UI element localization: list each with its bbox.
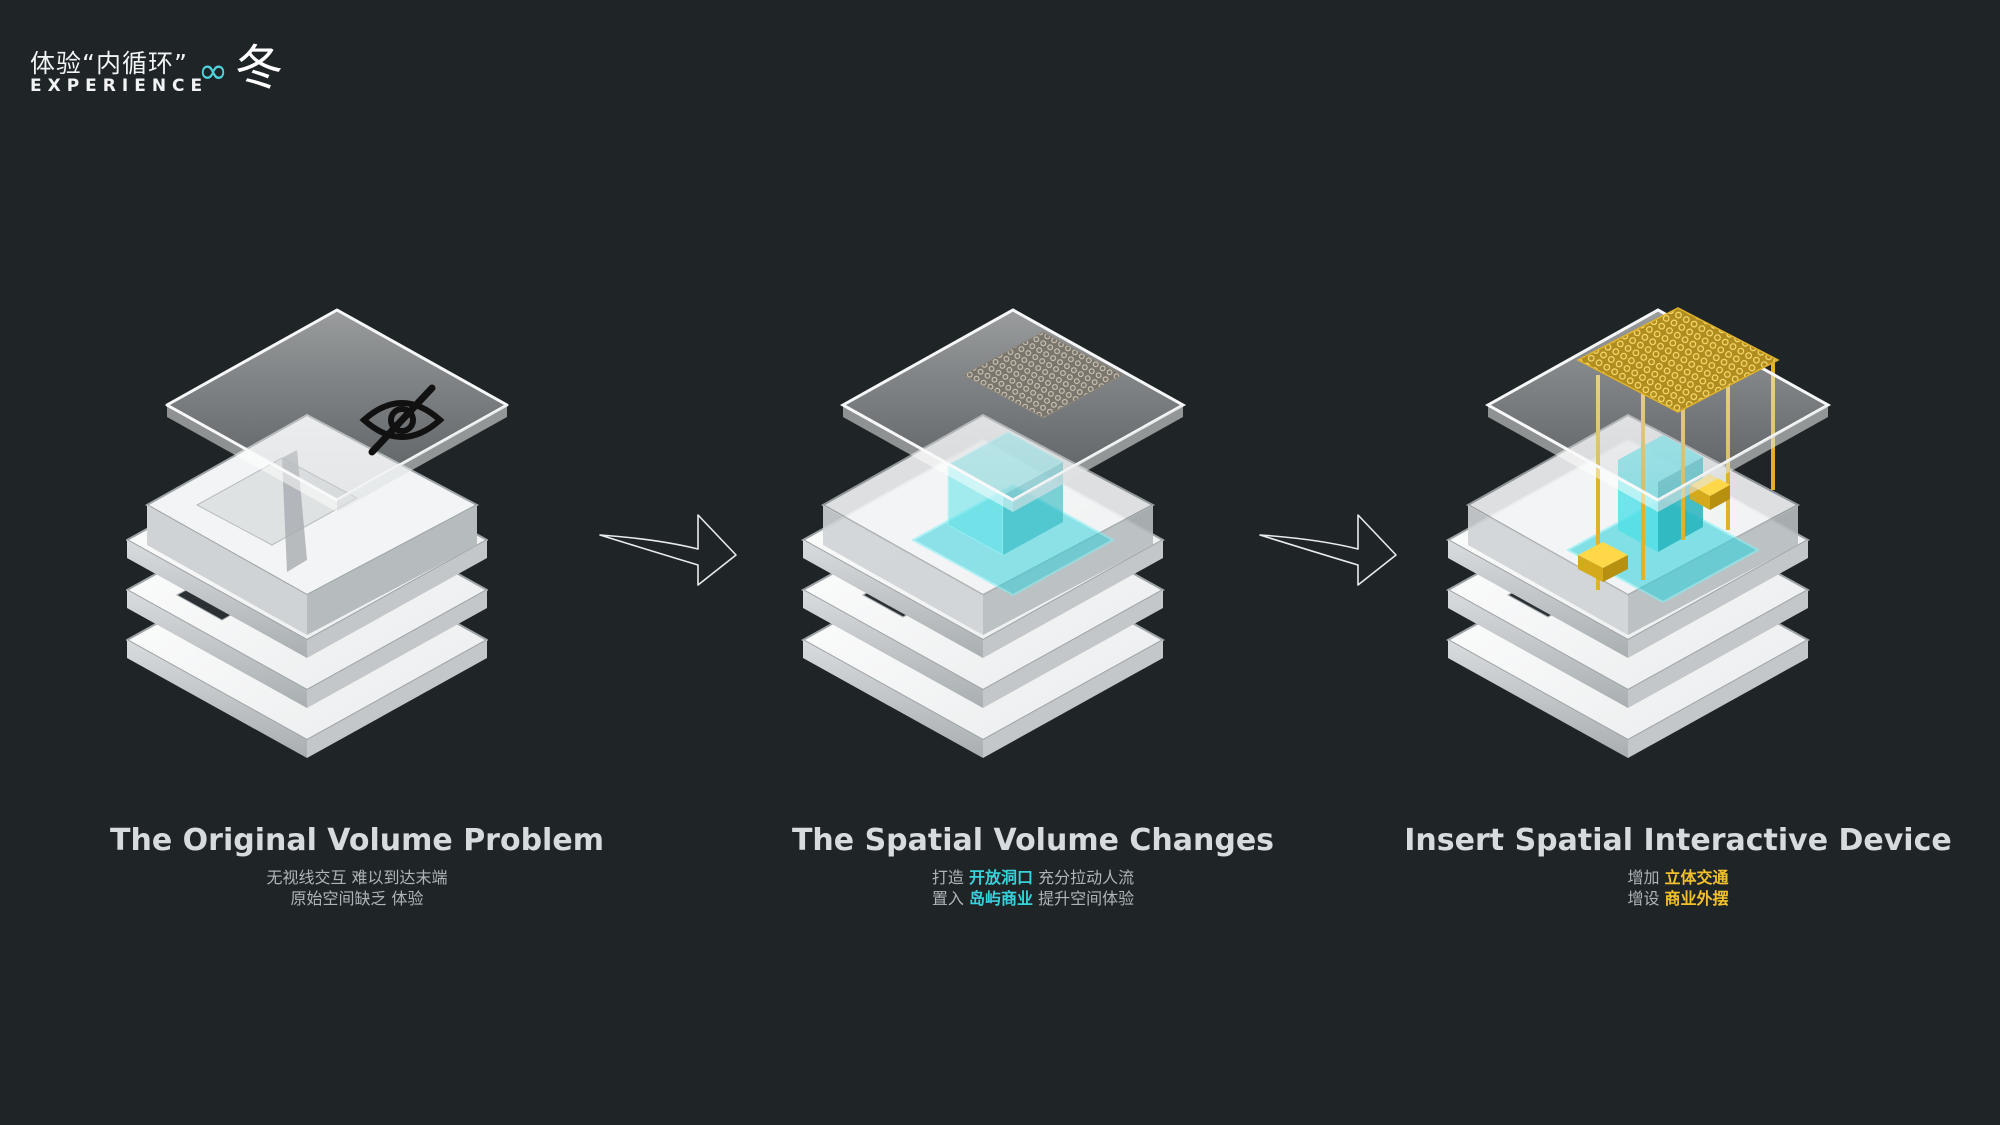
description-line: 增加 立体交通 <box>1627 868 1729 887</box>
isometric-building-device <box>1445 307 1832 758</box>
description-line: 原始空间缺乏 体验 <box>290 889 424 908</box>
top-roof-plate <box>839 308 1187 512</box>
brand-title-cn: 体验“内循环” <box>30 49 188 78</box>
top-roof-plate <box>165 308 509 512</box>
season-character: 冬 <box>235 40 284 96</box>
brand-title-en: EXPERIENCE <box>30 76 209 96</box>
panel-interactive-device: Insert Spatial Interactive Device 增加 立体交… <box>1378 290 1978 930</box>
eye-slash-icon <box>359 384 445 456</box>
panel-spatial-changes: The Spatial Volume Changes 打造 开放洞口 充分拉动人… <box>733 290 1333 930</box>
description-line: 打造 开放洞口 充分拉动人流 <box>931 868 1135 887</box>
arrow-right-icon <box>1259 514 1397 586</box>
panel-title: The Original Volume Problem <box>110 823 604 858</box>
top-roof-plate <box>1484 307 1832 512</box>
arrow-right-icon <box>599 514 737 586</box>
description-line: 增设 商业外摆 <box>1627 889 1729 908</box>
volume-block <box>144 413 480 635</box>
panel-original-volume: The Original Volume Problem 无视线交互 难以到达末端… <box>57 290 657 930</box>
infinity-icon: ∞ <box>198 51 228 92</box>
panel-description: 打造 开放洞口 充分拉动人流 置入 岛屿商业 提升空间体验 <box>733 867 1333 909</box>
isometric-building-original <box>126 308 509 758</box>
panel-description: 无视线交互 难以到达末端 原始空间缺乏 体验 <box>57 867 657 909</box>
brand-logo: 体验“内循环” EXPERIENCE ∞ 冬 <box>30 44 310 104</box>
panel-title: Insert Spatial Interactive Device <box>1404 823 1952 858</box>
panel-description: 增加 立体交通 增设 商业外摆 <box>1378 867 1978 909</box>
description-line: 无视线交互 难以到达末端 <box>266 868 448 887</box>
isometric-building-changes <box>800 308 1187 758</box>
panel-title: The Spatial Volume Changes <box>791 823 1275 858</box>
description-line: 置入 岛屿商业 提升空间体验 <box>931 889 1135 908</box>
